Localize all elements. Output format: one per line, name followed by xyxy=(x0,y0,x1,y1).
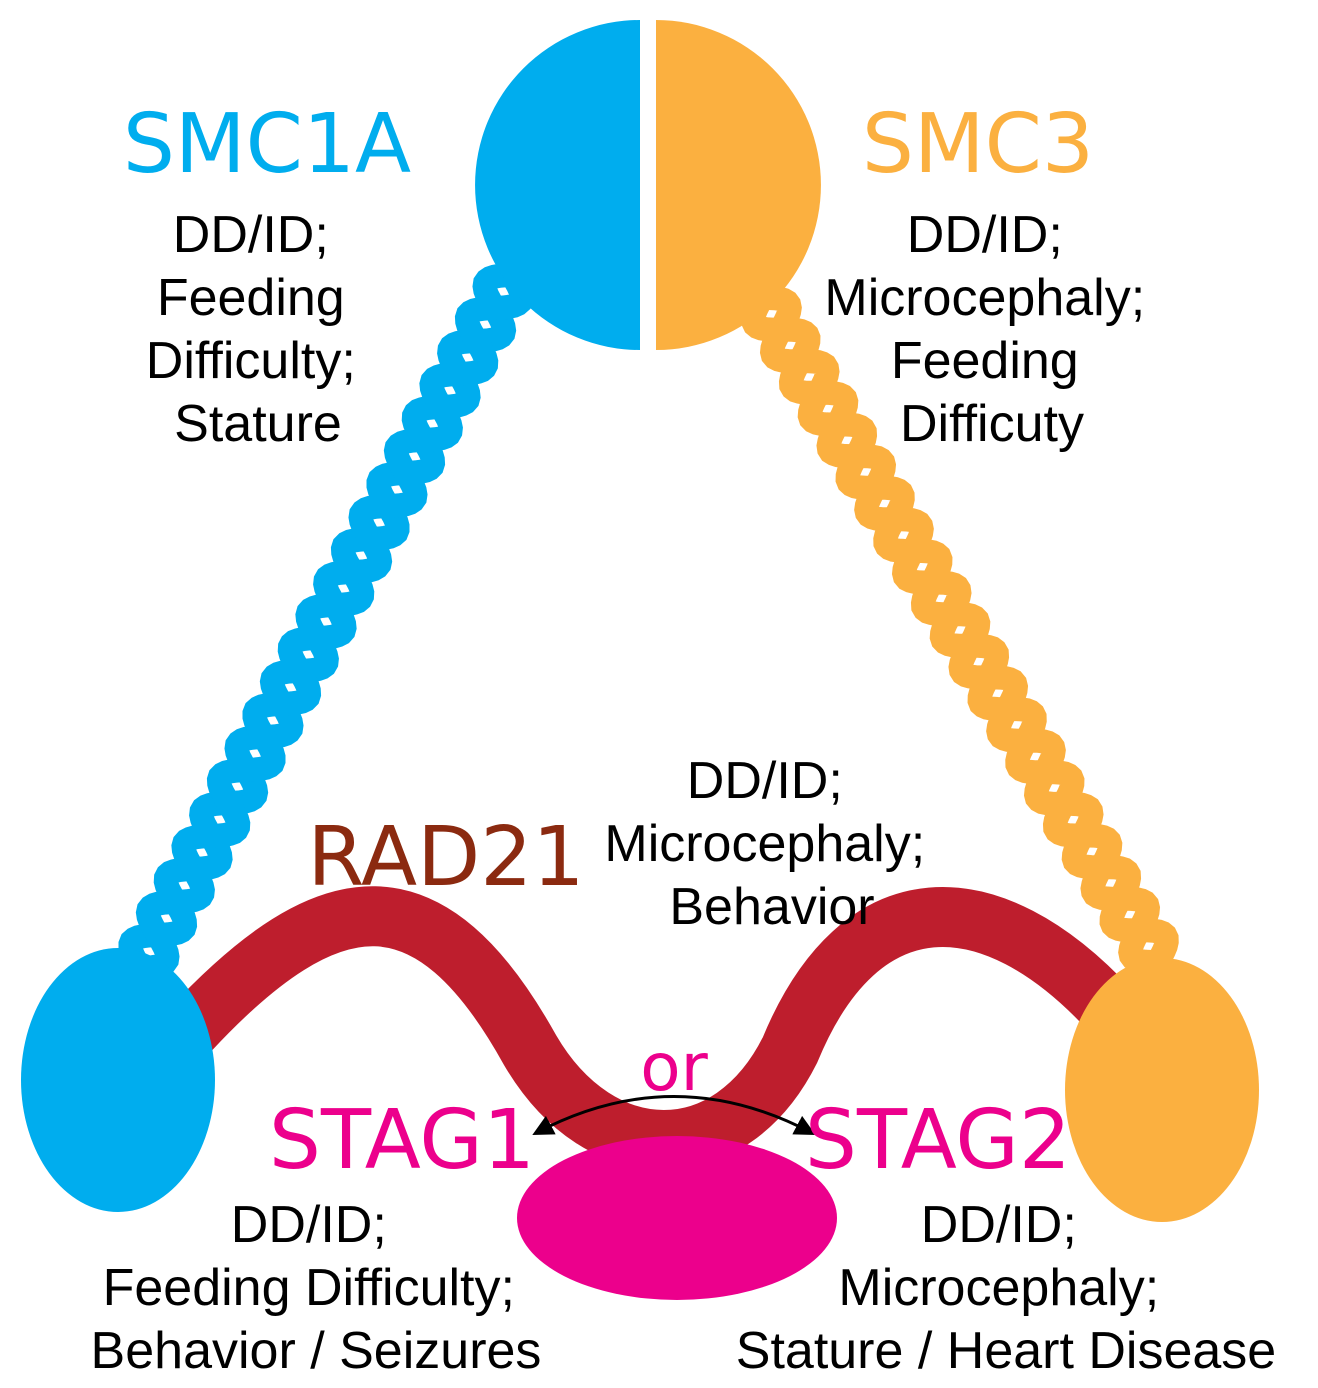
smc3-phenotype-line: DD/ID; xyxy=(907,206,1063,264)
smc3-phenotypes: DD/ID; Microcephaly; Feeding Difficuty xyxy=(824,206,1159,453)
stag2-phenotype-line: Stature / Heart Disease xyxy=(736,1322,1276,1380)
smc1a-phenotype-line: Stature xyxy=(174,395,342,453)
smc1a-label: SMC1A xyxy=(123,97,411,192)
smc1a-strand-b xyxy=(128,263,534,980)
rad21-phenotype-line: Microcephaly; xyxy=(604,815,925,873)
smc3-coiled-coil-arm xyxy=(741,286,1179,974)
stag1-phenotypes: DD/ID; Feeding Difficulty; Behavior / Se… xyxy=(91,1196,542,1380)
stag-protein xyxy=(517,1136,837,1300)
smc1a-phenotype-line: Feeding xyxy=(157,269,345,327)
smc3-head-domain xyxy=(1065,958,1259,1222)
smc3-label: SMC3 xyxy=(862,97,1094,192)
smc1a-phenotype-line: DD/ID; xyxy=(173,206,329,264)
smc1a-head-domain xyxy=(21,948,215,1212)
smc3-phenotype-line: Feeding xyxy=(891,332,1079,390)
smc1a-hinge-half xyxy=(475,20,640,350)
rad21-label: RAD21 xyxy=(307,810,584,905)
smc1a-strand-a xyxy=(118,263,524,980)
stag2-phenotype-line: DD/ID; xyxy=(921,1196,1077,1254)
stag1-label: STAG1 xyxy=(269,1093,535,1188)
stag2-phenotypes: DD/ID; Microcephaly; Stature / Heart Dis… xyxy=(736,1196,1276,1380)
stag-exchange-arrow xyxy=(532,1095,816,1135)
smc3-hinge-half xyxy=(656,20,821,350)
rad21-phenotypes: DD/ID; Microcephaly; Behavior xyxy=(604,752,939,936)
smc1a-phenotype-line: Difficulty; xyxy=(146,332,356,390)
stag1-phenotype-line: Behavior / Seizures xyxy=(91,1322,542,1380)
rad21-phenotype-line: DD/ID; xyxy=(687,752,843,810)
stag2-label: STAG2 xyxy=(805,1093,1071,1188)
stag2-phenotype-line: Microcephaly; xyxy=(838,1259,1159,1317)
smc3-strand-b xyxy=(750,286,1179,974)
smc1a-coiled-coil-arm xyxy=(118,263,534,980)
smc3-strand-a xyxy=(741,286,1170,974)
rad21-phenotype-line: Behavior xyxy=(669,878,874,936)
stag1-phenotype-line: Feeding Difficulty; xyxy=(103,1259,515,1317)
smc3-phenotype-line: Difficuty xyxy=(900,395,1084,453)
stag1-phenotype-line: DD/ID; xyxy=(231,1196,387,1254)
smc3-phenotype-line: Microcephaly; xyxy=(824,269,1145,327)
stag-connector-label: or xyxy=(640,1029,708,1106)
smc1a-phenotypes: DD/ID; Feeding Difficulty; Stature xyxy=(146,206,370,453)
